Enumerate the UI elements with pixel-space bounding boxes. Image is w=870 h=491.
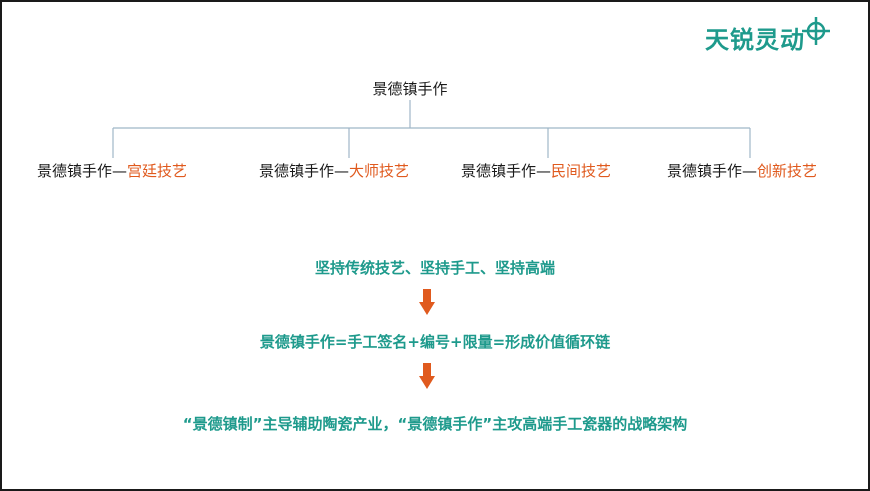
node-suffix: 民间技艺 bbox=[551, 162, 612, 180]
down-arrow-icon bbox=[419, 363, 435, 389]
node-suffix: 宫廷技艺 bbox=[127, 162, 188, 180]
tree-root-label: 景德镇手作 bbox=[372, 80, 448, 98]
flow-step-3: “景德镇制”主导辅助陶瓷产业，“景德镇手作”主攻高端手工瓷器的战略架构 bbox=[182, 415, 688, 433]
node-suffix: 大师技艺 bbox=[349, 162, 410, 180]
flow-step-1: 坚持传统技艺、坚持手工、坚持高端 bbox=[314, 259, 555, 277]
logo: 天锐灵动 bbox=[705, 17, 831, 60]
tree-node-master-craft: 景德镇手作—大师技艺 bbox=[259, 160, 409, 181]
tree-node-court-craft: 景德镇手作—宫廷技艺 bbox=[37, 160, 187, 181]
node-prefix: 景德镇手作— bbox=[667, 162, 758, 180]
down-arrow-icon bbox=[419, 289, 435, 315]
node-prefix: 景德镇手作— bbox=[461, 162, 552, 180]
tree-node-innovation-craft: 景德镇手作—创新技艺 bbox=[667, 160, 817, 181]
tree-node-folk-craft: 景德镇手作—民间技艺 bbox=[461, 160, 611, 181]
logo-text: 天锐灵动 bbox=[705, 26, 805, 54]
flow-step-2: 景德镇手作=手工签名+编号+限量=形成价值循环链 bbox=[259, 333, 611, 351]
crosshair-icon bbox=[802, 17, 830, 45]
node-prefix: 景德镇手作— bbox=[259, 162, 350, 180]
node-prefix: 景德镇手作— bbox=[37, 162, 128, 180]
node-suffix: 创新技艺 bbox=[757, 162, 818, 180]
